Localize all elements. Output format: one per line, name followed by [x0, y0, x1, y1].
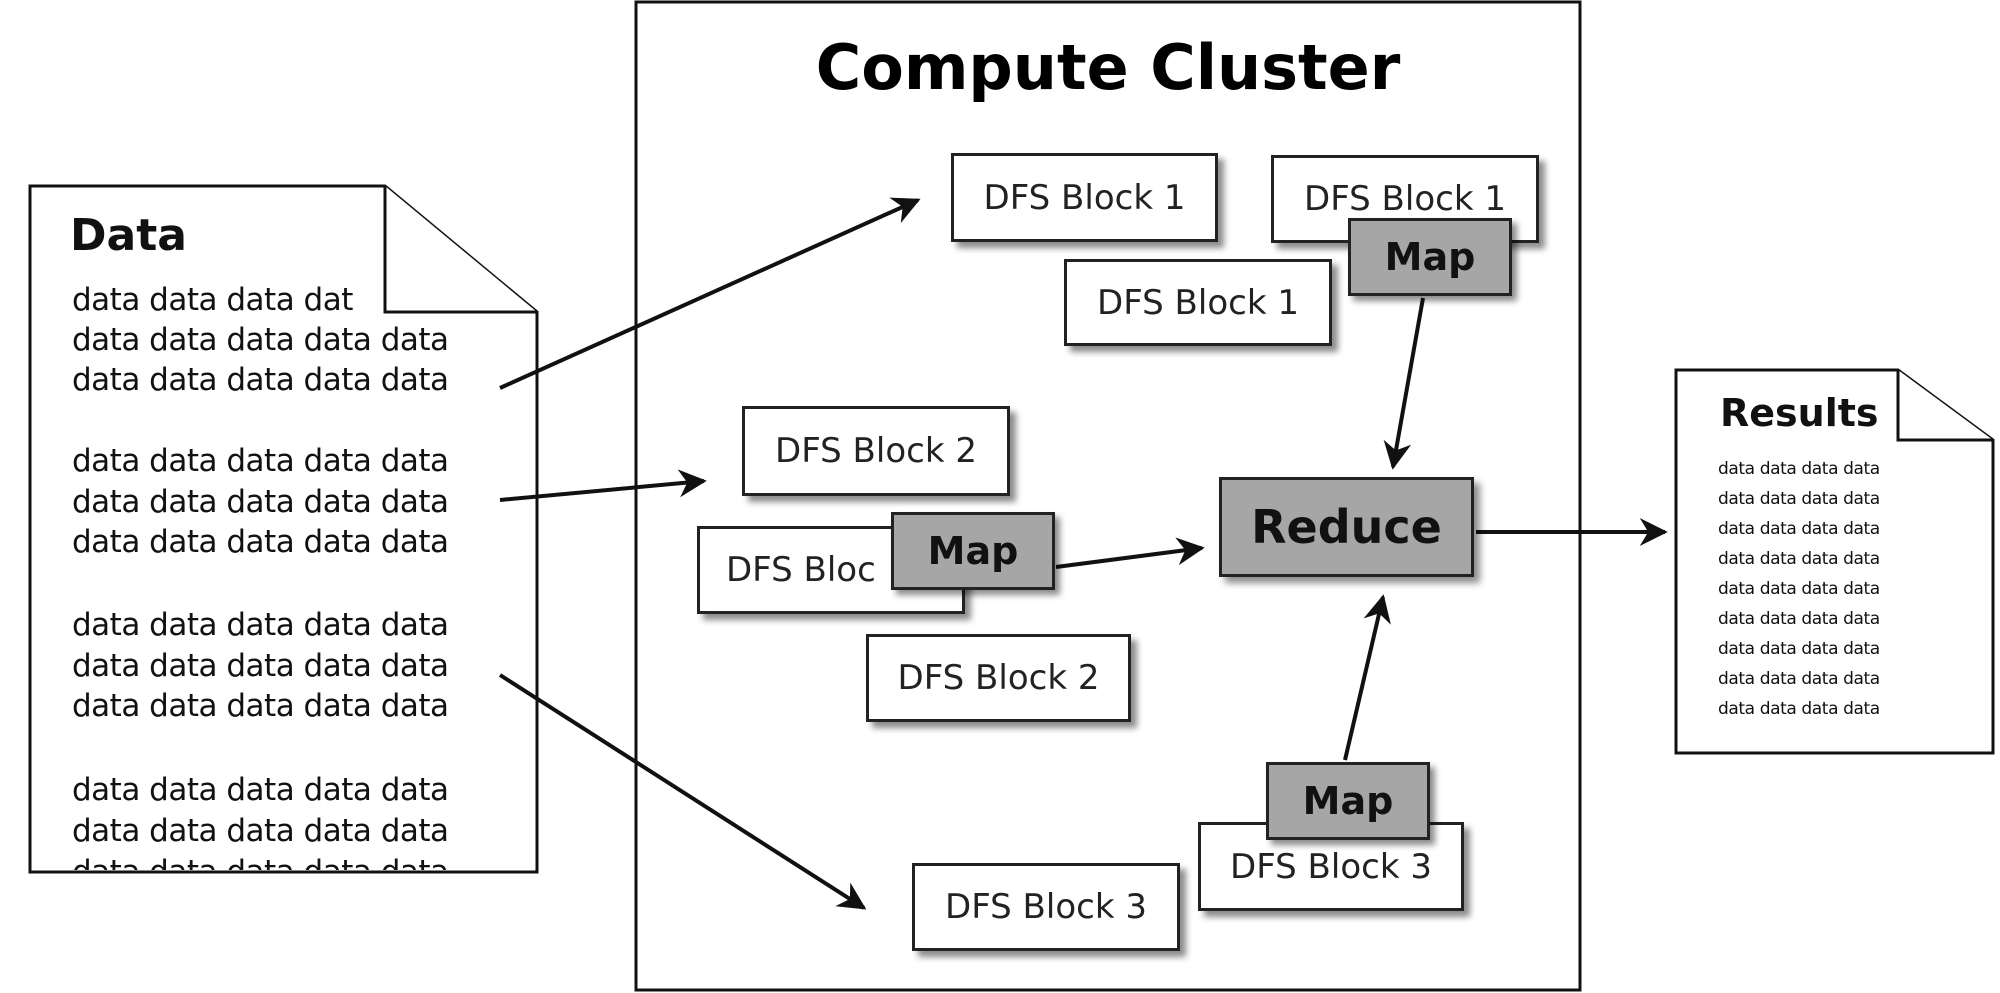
map-box-1: Map — [1348, 218, 1512, 296]
arrow-data-to-block2 — [499, 469, 707, 502]
reduce-box: Reduce — [1219, 477, 1474, 577]
data-doc-title: Data — [70, 210, 187, 261]
data-line: data data data data data — [72, 772, 449, 808]
results-doc-title: Results — [1720, 391, 1879, 435]
dfs-block-3-b: DFS Block 3 — [912, 863, 1180, 951]
arrow-data-to-block1 — [499, 197, 921, 390]
data-line: data data data data data — [72, 607, 449, 643]
dfs-block-1-c: DFS Block 1 — [1064, 259, 1332, 346]
results-line: data data data data — [1718, 699, 1880, 719]
data-line-clipped: data data data data data — [40, 854, 520, 870]
arrow-map1-to-reduce — [1383, 297, 1425, 470]
arrow-map3-to-reduce — [1343, 594, 1391, 761]
dfs-block-1-a: DFS Block 1 — [951, 153, 1218, 242]
results-line: data data data data — [1718, 579, 1880, 599]
results-line: data data data data — [1718, 549, 1880, 569]
data-line: data data data dat — [72, 282, 353, 318]
results-document-shape — [1674, 368, 1995, 755]
data-line: data data data data data — [72, 322, 449, 358]
map-box-2: Map — [891, 512, 1055, 590]
results-line: data data data data — [1718, 459, 1880, 479]
cluster-title: Compute Cluster — [815, 31, 1401, 104]
data-document-fold — [383, 186, 537, 314]
arrow-data-to-block3 — [498, 673, 867, 910]
dfs-block-2-a: DFS Block 2 — [742, 406, 1010, 496]
data-document-shape — [28, 184, 539, 874]
results-line: data data data data — [1718, 639, 1880, 659]
results-document-fold — [1896, 370, 1993, 442]
data-line: data data data data data — [72, 443, 449, 479]
data-line: data data data data data — [72, 362, 449, 398]
dfs-block-2-c: DFS Block 2 — [866, 634, 1131, 722]
results-line: data data data data — [1718, 609, 1880, 629]
data-line: data data data data data — [72, 524, 449, 560]
data-line: data data data data data — [72, 688, 449, 724]
results-line: data data data data — [1718, 519, 1880, 539]
results-line: data data data data — [1718, 489, 1880, 509]
data-line: data data data data data — [72, 484, 449, 520]
arrow-map2-to-reduce — [1055, 537, 1205, 569]
map-box-3: Map — [1266, 762, 1430, 840]
results-line: data data data data — [1718, 669, 1880, 689]
data-line: data data data data data — [72, 648, 449, 684]
data-line: data data data data data — [72, 813, 449, 849]
